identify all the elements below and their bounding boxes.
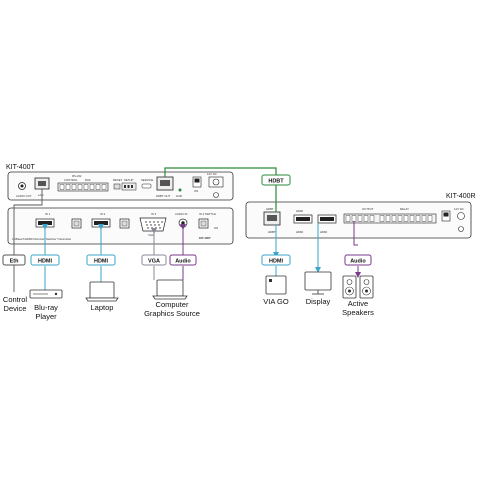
kit-400r-title: KIT-400R xyxy=(446,193,476,200)
rx-hdmi-in-label: HDMI xyxy=(296,209,303,213)
svg-text:HDMI: HDMI xyxy=(269,259,284,265)
dc-label: 12V DC xyxy=(207,172,217,176)
switch-label: IN 4 SWITCH xyxy=(199,212,216,216)
svg-text:HDMI: HDMI xyxy=(94,259,109,265)
rx-hdbt-label: HDBT xyxy=(268,230,276,234)
rs232-title: RS-232 xyxy=(72,174,82,178)
in3-label: IN 3 xyxy=(151,212,157,216)
ground-screw-icon xyxy=(213,192,219,198)
audio-speaker-line xyxy=(353,221,358,246)
rx-dc-jack-icon xyxy=(457,212,465,220)
hdmi-bluray-tag: HDMI xyxy=(30,254,60,266)
rx-hdmi-out-label: HDMI xyxy=(320,230,327,234)
vga-port-icon xyxy=(139,217,167,232)
front-caption: HDBaseT/HDMI/VGA Auto Switcher Transmitt… xyxy=(12,237,71,241)
laptop-icon xyxy=(85,281,119,302)
svg-text:HDMI: HDMI xyxy=(38,259,53,265)
computer-label: Computer Graphics Source xyxy=(144,300,200,318)
rx-hdmi-in-bottom-label: HDMI xyxy=(296,230,303,234)
reset-label: RESET xyxy=(113,178,123,182)
hdbt-tag: HDBT xyxy=(261,174,291,186)
rx-output-group-label: OUTPUT xyxy=(362,207,374,211)
reset-button-icon xyxy=(113,183,121,190)
service-label: SERVICE xyxy=(141,178,153,182)
speakers-label: Active Speakers xyxy=(342,299,374,317)
audio-in-label: AUDIO IN xyxy=(175,212,187,216)
front-on-label: ON xyxy=(214,226,218,230)
audio-speakers-tag: Audio xyxy=(344,254,372,266)
svg-text:Audio: Audio xyxy=(175,259,191,265)
hdbt-out-label: HDBT OUT xyxy=(156,194,171,198)
dnk-label: D&K xyxy=(85,178,91,182)
bluray-label: Blu-ray Player xyxy=(34,303,58,321)
usb-port-icon xyxy=(141,183,152,189)
speakers-icon xyxy=(342,275,374,299)
bluray-player-icon xyxy=(29,289,63,299)
audio-source-tag: Audio xyxy=(169,254,197,266)
setup-label: SETUP xyxy=(124,178,133,182)
audio-out-label: AUDIO OUT xyxy=(16,194,32,198)
svg-text:VGA: VGA xyxy=(148,259,160,265)
svg-text:Eth: Eth xyxy=(10,259,20,265)
dc-jack-icon xyxy=(212,178,220,186)
hdmi-viago-tag: HDMI xyxy=(261,254,291,266)
rx-ground-screw-icon xyxy=(458,226,464,232)
display-icon xyxy=(304,271,332,295)
lan-label: LAN xyxy=(38,193,43,197)
control-label: CONTROL xyxy=(64,178,78,182)
link-label: LINK xyxy=(176,194,182,198)
in2-label: IN 2 xyxy=(100,212,106,216)
rx-relay-group-label: RELAY xyxy=(400,207,409,211)
via-go-icon xyxy=(265,275,287,295)
vga-port-label: VGA xyxy=(148,233,154,237)
kit-400r-panel: HDBT HDBT HDMI HDMI HDMI OUTPUT RELAY 12… xyxy=(245,201,472,239)
computer-icon xyxy=(152,279,188,300)
eth-cable-line xyxy=(13,189,43,255)
viago-label: VIA GO xyxy=(263,297,289,306)
terminal-block-icon xyxy=(57,182,109,192)
hdbt-cable-line xyxy=(164,167,277,212)
kit-400t-title: KIT-400T xyxy=(6,164,35,171)
svg-text:HDBT: HDBT xyxy=(268,179,284,185)
hdmi-laptop-tag: HDMI xyxy=(86,254,116,266)
eth-tag: Eth xyxy=(2,254,26,266)
laptop-label: Laptop xyxy=(90,303,114,312)
front-badge: KIT-400T xyxy=(199,236,211,240)
rx-hdbt-top-label: HDBT xyxy=(266,207,274,211)
in1-label: IN 1 xyxy=(45,212,51,216)
kit-400t-front-panel: HDBaseT/HDMI/VGA Auto Switcher Transmitt… xyxy=(7,207,234,245)
kit-400t-rear-panel: AUDIO OUT LAN RS-232 CONTROL D&K RESET S… xyxy=(7,171,234,201)
rx-dc-label: 12V DC xyxy=(454,207,464,211)
display-label: Display xyxy=(305,297,331,306)
svg-text:Audio: Audio xyxy=(350,259,366,265)
vga-tag: VGA xyxy=(141,254,167,266)
ps-on-label: ON xyxy=(194,189,198,193)
control-device-label: Control Device xyxy=(2,295,28,313)
